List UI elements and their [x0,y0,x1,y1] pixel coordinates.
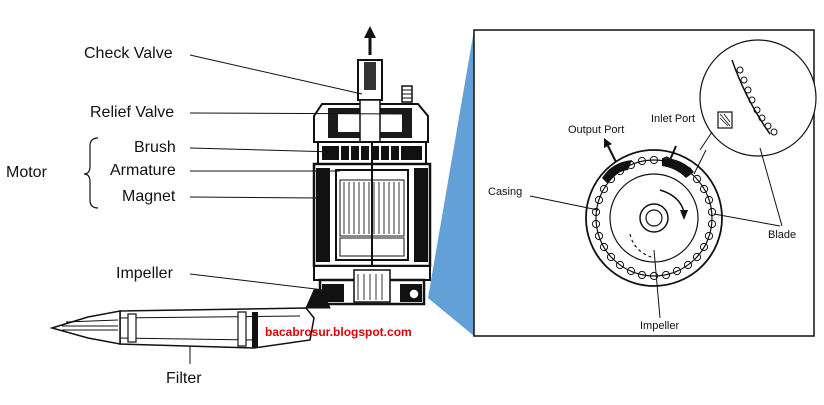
label-inlet-port: Inlet Port [651,113,696,125]
leader-lines [189,54,406,291]
detail-drawing [529,39,817,319]
callout-beam [428,30,474,336]
motor-brace [83,137,99,209]
watermark: bacabrosur.blogspot.com [265,325,412,339]
label-magnet: Magnet [122,188,176,205]
label-brush: Brush [134,139,176,156]
label-output-port: Output Port [568,124,625,136]
filter [49,307,315,364]
label-impeller: Impeller [116,265,173,282]
label-blade: Blade [768,229,797,241]
label-motor: Motor [6,164,47,181]
label-casing: Casing [488,186,523,198]
label-check-valve: Check Valve [84,45,173,62]
label-detail-impeller: Impeller [640,320,680,332]
label-armature: Armature [110,162,176,179]
pump-body [305,26,432,309]
label-relief-valve: Relief Valve [90,104,175,121]
label-filter: Filter [166,370,202,387]
